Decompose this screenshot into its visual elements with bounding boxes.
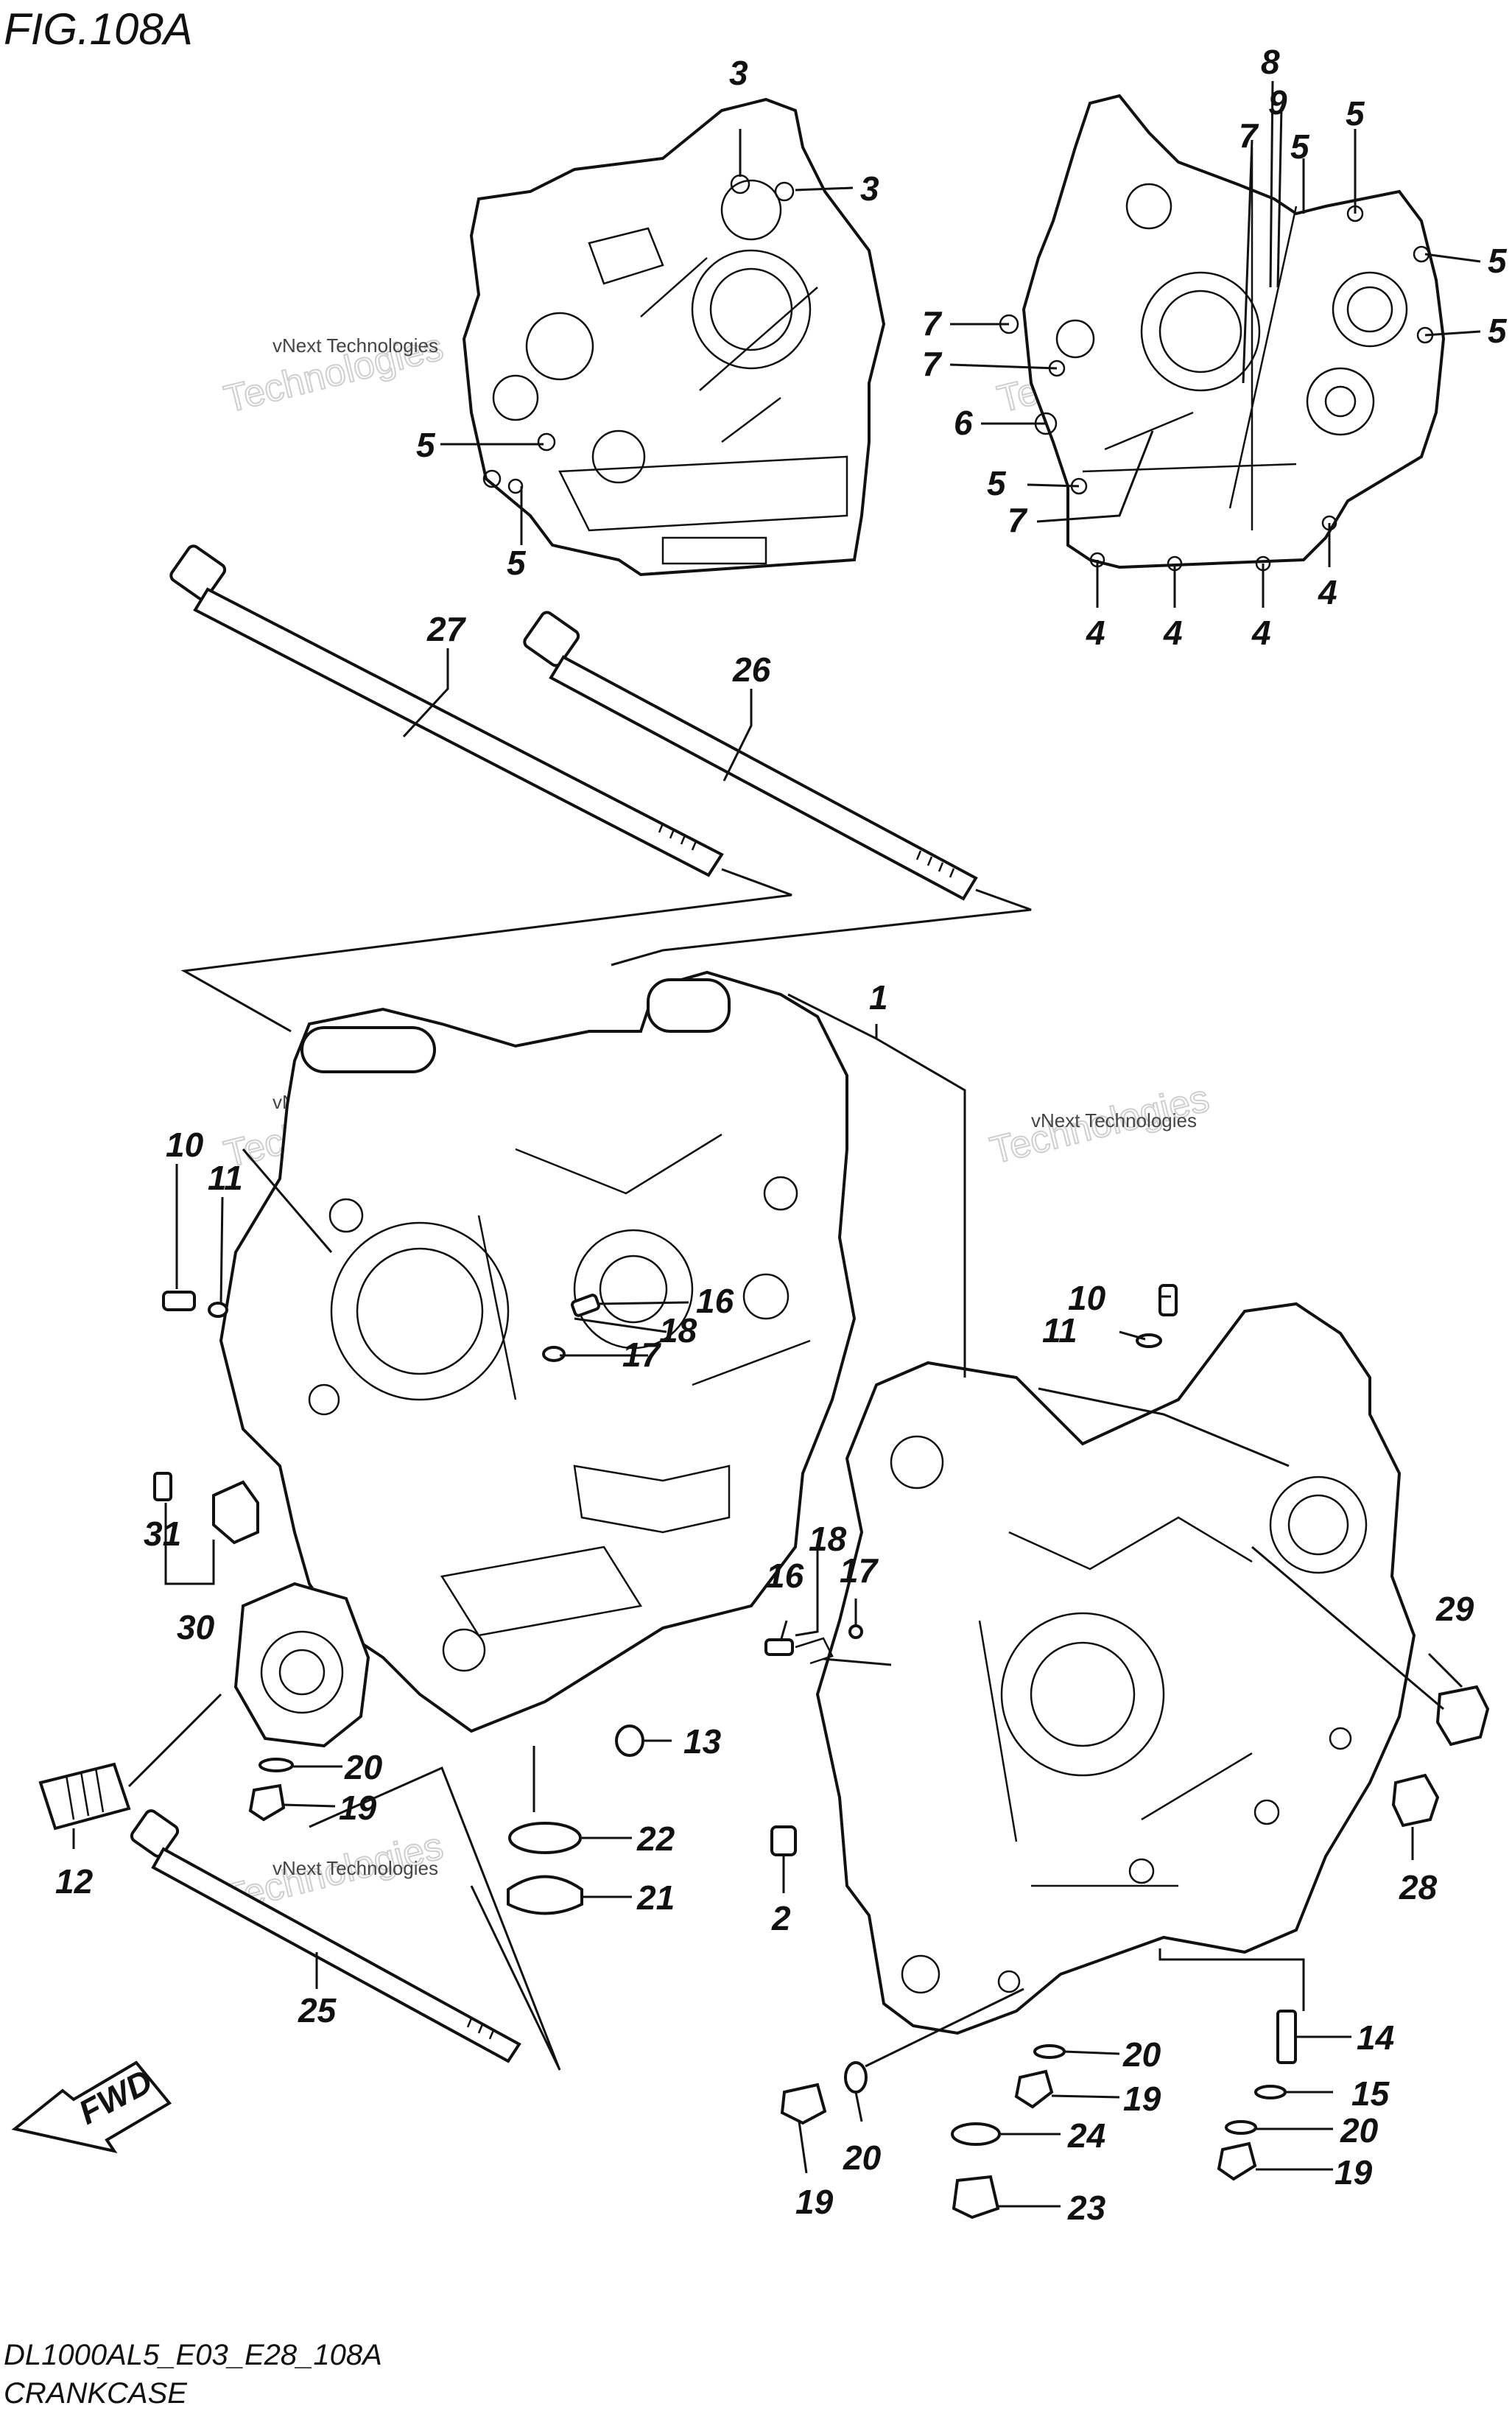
callout-16: 16 — [766, 1557, 804, 1595]
watermark-text: vNext Technologies — [272, 334, 438, 357]
callout-20: 20 — [1340, 2111, 1379, 2150]
callout-4: 4 — [1251, 614, 1271, 652]
callouts: 3 3 5 5 8 9 7 5 5 5 5 7 7 6 5 7 4 4 4 4 … — [55, 43, 1508, 2227]
callout-24: 24 — [1067, 2116, 1105, 2155]
callout-9: 9 — [1268, 83, 1287, 122]
upper-left-crankcase-view — [462, 97, 886, 577]
caption: CRANKCASE — [4, 2377, 188, 2410]
callout-14: 14 — [1357, 2018, 1394, 2057]
callout-30: 30 — [177, 1608, 215, 1646]
callout-3: 3 — [860, 169, 879, 208]
callout-4: 4 — [1163, 614, 1183, 652]
callout-11: 11 — [1042, 1311, 1077, 1350]
callout-2: 2 — [771, 1899, 791, 1937]
callout-27: 27 — [426, 610, 467, 648]
callout-4: 4 — [1086, 614, 1105, 652]
callout-29: 29 — [1435, 1590, 1474, 1628]
callout-21: 21 — [636, 1878, 675, 1917]
callout-10: 10 — [1068, 1279, 1106, 1317]
callout-19: 19 — [795, 2183, 834, 2221]
watermark-text: vNext Technologies — [272, 1857, 438, 1879]
callout-25: 25 — [298, 1991, 337, 2029]
callout-19: 19 — [1335, 2153, 1373, 2192]
callout-4: 4 — [1318, 573, 1337, 611]
bolt-26-path — [611, 888, 1032, 966]
callout-23: 23 — [1067, 2189, 1106, 2227]
callout-7: 7 — [922, 304, 943, 343]
model-code: DL1000AL5_E03_E28_108A — [4, 2339, 382, 2371]
callout-5: 5 — [1488, 312, 1508, 350]
upper-right-crankcase-view — [999, 94, 1446, 572]
callout-18: 18 — [809, 1520, 847, 1558]
callout-20: 20 — [344, 1748, 383, 1786]
oil-filter-boss — [233, 1582, 370, 1748]
figure-title: FIG.108A — [4, 4, 193, 54]
leader-lines — [72, 80, 1481, 2208]
callout-18: 18 — [659, 1311, 697, 1350]
callout-28: 28 — [1399, 1868, 1438, 1906]
callout-5: 5 — [987, 464, 1007, 502]
callout-5: 5 — [1488, 242, 1508, 280]
callout-31: 31 — [144, 1515, 181, 1553]
callout-3: 3 — [729, 54, 748, 92]
callout-22: 22 — [636, 1820, 675, 1858]
watermark-text: vNext Technologies — [1031, 1109, 1197, 1131]
callout-11: 11 — [208, 1159, 243, 1197]
callout-16: 16 — [696, 1282, 734, 1320]
callout-8: 8 — [1261, 43, 1280, 81]
bolt-26 — [523, 611, 978, 901]
callout-1: 1 — [869, 978, 888, 1017]
callout-7: 7 — [1239, 116, 1259, 155]
callout-5: 5 — [416, 426, 436, 464]
left-crankcase-main — [219, 970, 857, 1733]
callout-7: 7 — [922, 345, 943, 383]
small-parts: FWD — [11, 1284, 1490, 2220]
callout-7: 7 — [1008, 501, 1028, 539]
callout-5: 5 — [1290, 127, 1310, 166]
callout-20: 20 — [1122, 2035, 1161, 2074]
callout-26: 26 — [732, 650, 771, 689]
callout-19: 19 — [1123, 2080, 1161, 2118]
callout-19: 19 — [339, 1789, 377, 1827]
callout-5: 5 — [507, 544, 527, 582]
callout-20: 20 — [843, 2138, 882, 2177]
callout-15: 15 — [1351, 2074, 1390, 2113]
right-crankcase-main — [815, 1302, 1416, 2035]
bolt-27 — [169, 544, 724, 877]
callout-13: 13 — [683, 1722, 722, 1761]
bolt-27-path — [180, 868, 792, 1033]
callout-17: 17 — [840, 1551, 879, 1590]
callout-10: 10 — [166, 1126, 204, 1164]
callout-12: 12 — [55, 1862, 94, 1901]
callout-6: 6 — [954, 404, 973, 442]
callout-17: 17 — [622, 1336, 662, 1374]
callout-5: 5 — [1346, 94, 1365, 133]
